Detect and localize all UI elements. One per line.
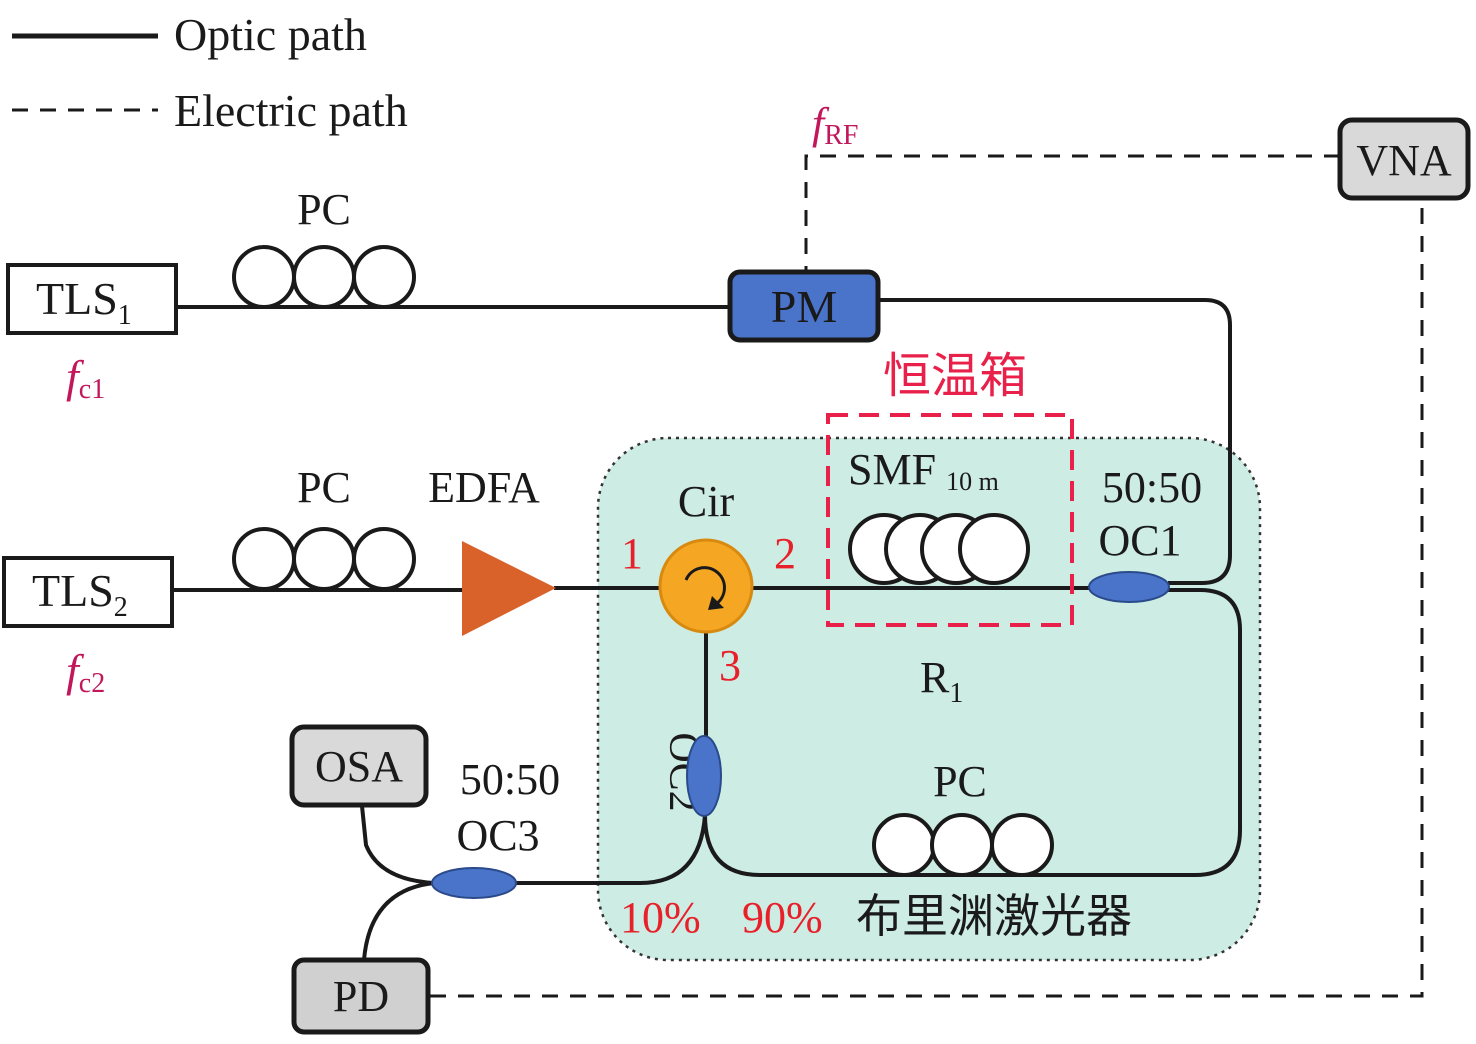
pm-box bbox=[727, 269, 881, 343]
oc1-coupler bbox=[1088, 571, 1170, 603]
edfa-label: EDFA bbox=[428, 463, 540, 512]
pc-mid-label: PC bbox=[297, 463, 351, 512]
fiber-oc2-oc3 bbox=[515, 814, 707, 885]
pc-top-coils bbox=[232, 245, 416, 309]
pc-bottom-coils bbox=[872, 813, 1054, 877]
tls1-box bbox=[6, 263, 178, 335]
tls2-label: TLS2 bbox=[32, 565, 128, 623]
pc-bottom-label: PC bbox=[933, 757, 987, 806]
osa-box bbox=[289, 724, 429, 808]
pct-10-label: 10% bbox=[620, 893, 701, 942]
fiber-ring-return bbox=[703, 588, 1242, 877]
brillouin-laser-region bbox=[596, 436, 1262, 962]
tls1-label: TLS1 bbox=[36, 273, 132, 331]
circulator-arrow-icon bbox=[684, 566, 726, 610]
oc3-name-label: OC3 bbox=[456, 811, 539, 860]
pm-label: PM bbox=[771, 281, 837, 332]
port-2-label: 2 bbox=[774, 529, 796, 578]
smf-coils bbox=[848, 513, 1030, 585]
fiber-oc3-osa bbox=[360, 805, 435, 885]
oc3-coupler bbox=[431, 867, 517, 899]
pd-box bbox=[291, 957, 431, 1035]
vna-box bbox=[1337, 117, 1471, 201]
osa-label: OSA bbox=[315, 742, 403, 791]
frf-label: fRF bbox=[812, 99, 858, 151]
vna-label: VNA bbox=[1356, 136, 1452, 185]
brillouin-laser-label: 布里渊激光器 bbox=[856, 891, 1132, 942]
oc2-coupler bbox=[686, 735, 722, 817]
electric-path-pd-vna bbox=[430, 200, 1424, 998]
pd-label: PD bbox=[333, 972, 389, 1021]
pc-top-label: PC bbox=[297, 185, 351, 234]
oven-label: 恒温箱 bbox=[883, 350, 1027, 403]
port-1-label: 1 bbox=[621, 529, 643, 578]
oc3-ratio-label: 50:50 bbox=[460, 755, 560, 804]
fiber-oc3-pd bbox=[362, 881, 435, 961]
electric-path-vna-pm bbox=[804, 154, 1340, 272]
fiber-pm-oc1 bbox=[878, 298, 1232, 585]
edfa-triangle bbox=[462, 541, 556, 636]
legend-optic-label: Optic path bbox=[174, 9, 367, 60]
oc1-name-label: OC1 bbox=[1098, 516, 1181, 565]
r1-label: R1 bbox=[920, 653, 963, 709]
oc1-ratio-label: 50:50 bbox=[1102, 463, 1202, 512]
tls2-box bbox=[2, 556, 174, 628]
fc1-label: fc1 bbox=[66, 351, 105, 405]
fc2-label: fc2 bbox=[66, 645, 105, 699]
pc-mid-coils bbox=[232, 527, 416, 591]
port-3-label: 3 bbox=[719, 641, 741, 690]
pct-90-label: 90% bbox=[742, 893, 823, 942]
legend-electric-label: Electric path bbox=[174, 85, 408, 136]
cir-label: Cir bbox=[678, 477, 735, 526]
oven-box bbox=[826, 413, 1074, 627]
circulator bbox=[658, 538, 754, 634]
